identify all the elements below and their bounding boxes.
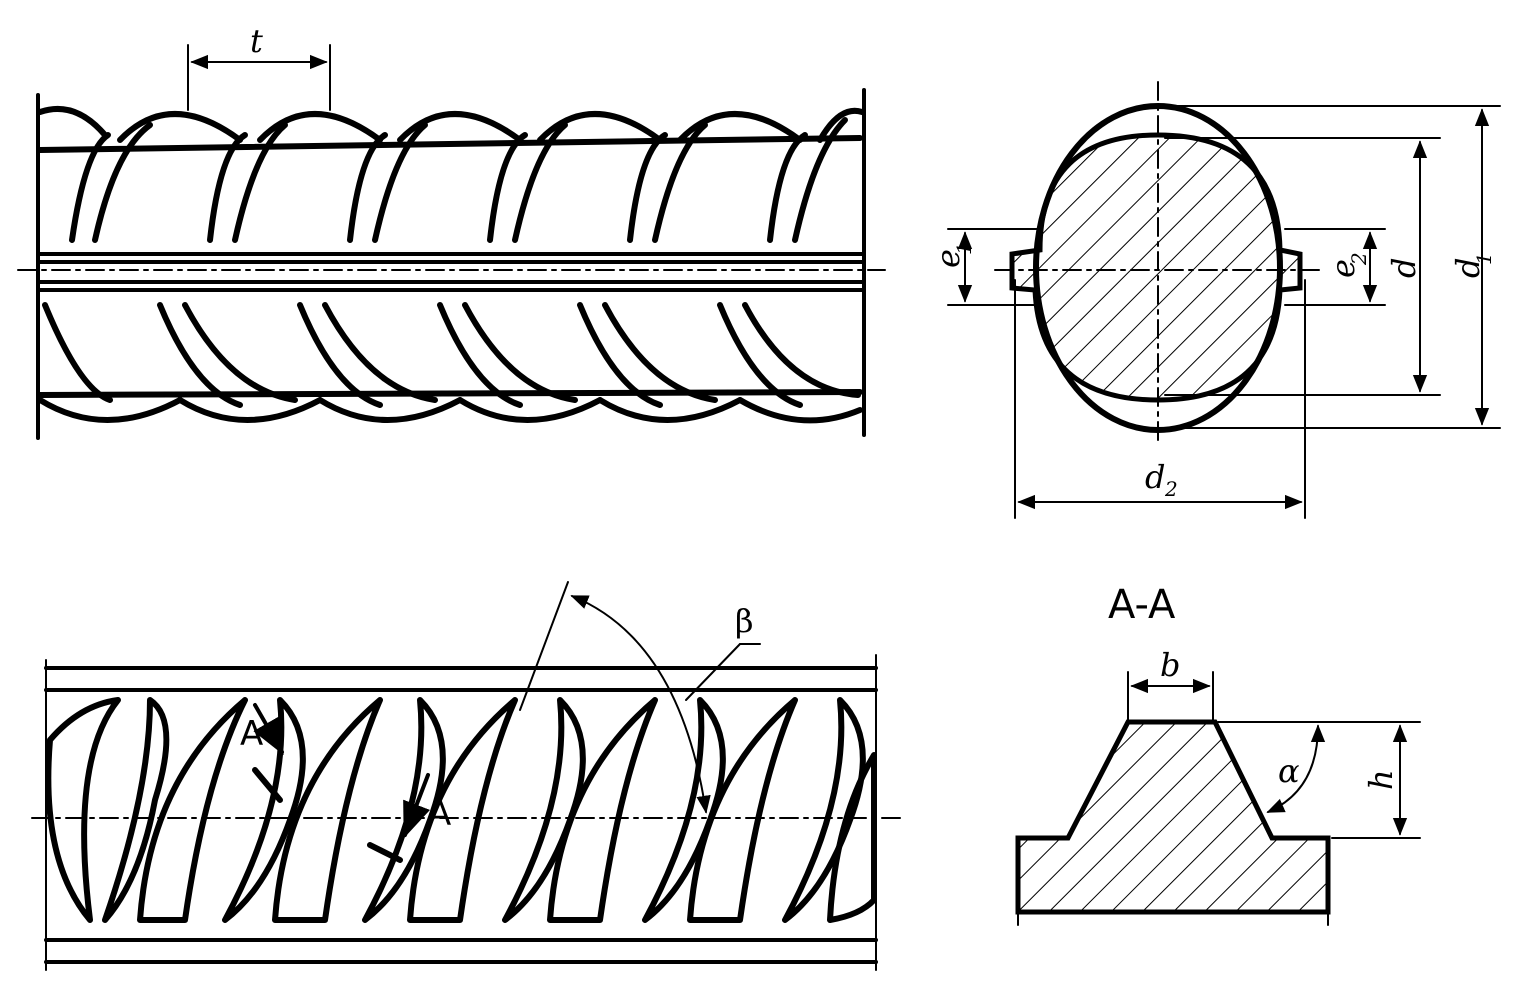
section-title: A-A (1108, 582, 1176, 628)
d1-label: d (1449, 258, 1487, 278)
e2-label: e (1324, 259, 1362, 278)
pitch-label: t (250, 22, 263, 60)
d1-subscript: 1 (1472, 252, 1496, 265)
section-mark-a-lower: A (428, 794, 451, 834)
e2-subscript: 2 (1347, 252, 1371, 266)
side-view-top: t (17, 22, 886, 440)
e1-label: e (929, 249, 967, 268)
side-view-bottom: A A β (31, 581, 901, 971)
section-aa: A-A b h α (1015, 582, 1421, 926)
upper-ribs (37, 105, 865, 243)
d2-subscript: 2 (1164, 477, 1178, 501)
lower-ribs (37, 302, 863, 424)
beta-label: β (735, 602, 754, 640)
d2-label: d (1145, 458, 1165, 496)
inclined-ribs (45, 697, 877, 923)
height-label: h (1362, 769, 1400, 790)
width-label: b (1160, 646, 1180, 684)
cross-section: e 1 e 2 d d 1 d 2 (929, 81, 1501, 519)
alpha-label: α (1278, 752, 1300, 790)
d-label: d (1385, 258, 1423, 278)
section-mark-a-upper: A (240, 714, 263, 754)
e1-subscript: 1 (952, 242, 976, 255)
